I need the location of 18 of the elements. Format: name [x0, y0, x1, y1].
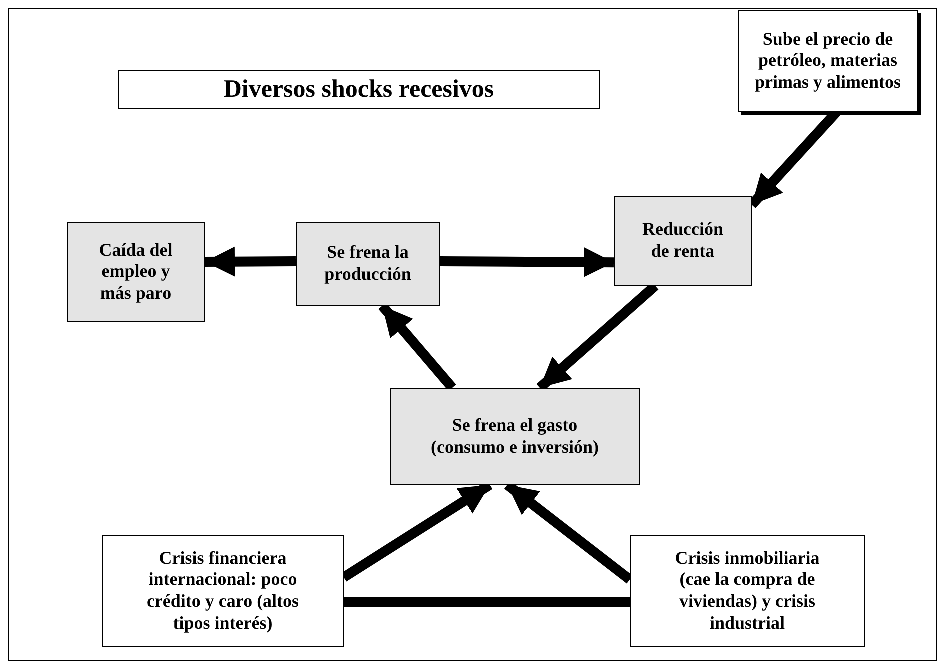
process-box — [614, 196, 752, 286]
process-box — [390, 388, 640, 485]
box-text: Crisis financiera internacional: poco crédito y caro (altos tipos interés) — [146, 548, 300, 634]
process-box — [296, 222, 440, 306]
process-box — [102, 535, 344, 647]
process-box — [630, 535, 865, 647]
box-text: Sube el precio de petróleo, materias primas y alimentos — [754, 28, 902, 94]
box-text: Se frena el gasto (consumo e inversión) — [430, 414, 600, 458]
arrow — [440, 247, 614, 278]
connector-line — [344, 597, 630, 608]
box-text: Se frena la producción — [324, 242, 412, 286]
box-text: Caída del empleo y más paro — [98, 240, 174, 304]
box-text: Reducción de renta — [642, 219, 724, 263]
title: Diversos shocks recesivos — [118, 70, 600, 109]
arrow — [204, 246, 296, 277]
process-box — [67, 222, 205, 322]
process-box — [738, 10, 918, 112]
box-text: Crisis inmobiliaria (cae la compra de viviendas) y crisis industrial — [674, 548, 821, 634]
